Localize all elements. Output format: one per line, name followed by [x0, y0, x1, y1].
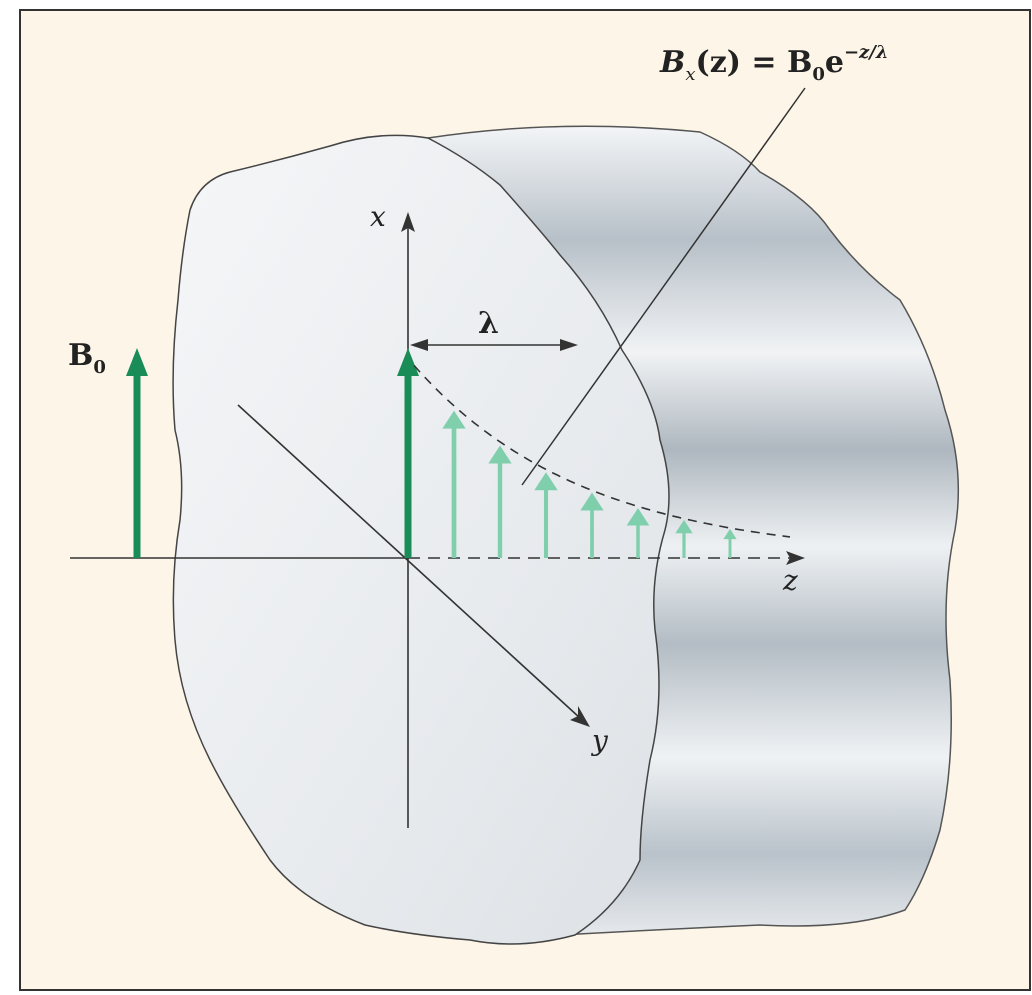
decay-arrowhead-3 — [534, 472, 558, 491]
decay-arrowhead-6 — [675, 519, 693, 534]
lambda-dimension — [410, 339, 578, 351]
lambda-label: λ — [478, 306, 499, 341]
z-axis-arrowhead — [786, 551, 805, 565]
y-axis-line — [237, 404, 581, 719]
decay-arrowhead-4 — [580, 492, 604, 511]
equation-label: Bx(z) = B0e−z/λ — [659, 42, 888, 85]
x-axis-label: x — [370, 200, 386, 233]
applied-field-label: B0 — [68, 338, 106, 378]
decay-arrowhead-7 — [723, 528, 737, 540]
surface-field-arrow — [397, 348, 419, 558]
decay-arrowhead-1 — [442, 410, 466, 429]
superconductor-face — [172, 134, 670, 945]
decay-arrowhead-5 — [626, 508, 650, 526]
decay-arrows — [442, 410, 737, 558]
y-axis-arrowhead — [570, 706, 590, 727]
decay-arrowhead-2 — [488, 445, 512, 464]
equation-leader-line — [521, 87, 806, 486]
y-axis-label: y — [590, 724, 609, 757]
decay-curve — [413, 364, 791, 538]
x-axis-arrowhead — [401, 212, 415, 232]
z-axis-label: z — [782, 564, 798, 597]
applied-field-arrow — [126, 348, 148, 558]
